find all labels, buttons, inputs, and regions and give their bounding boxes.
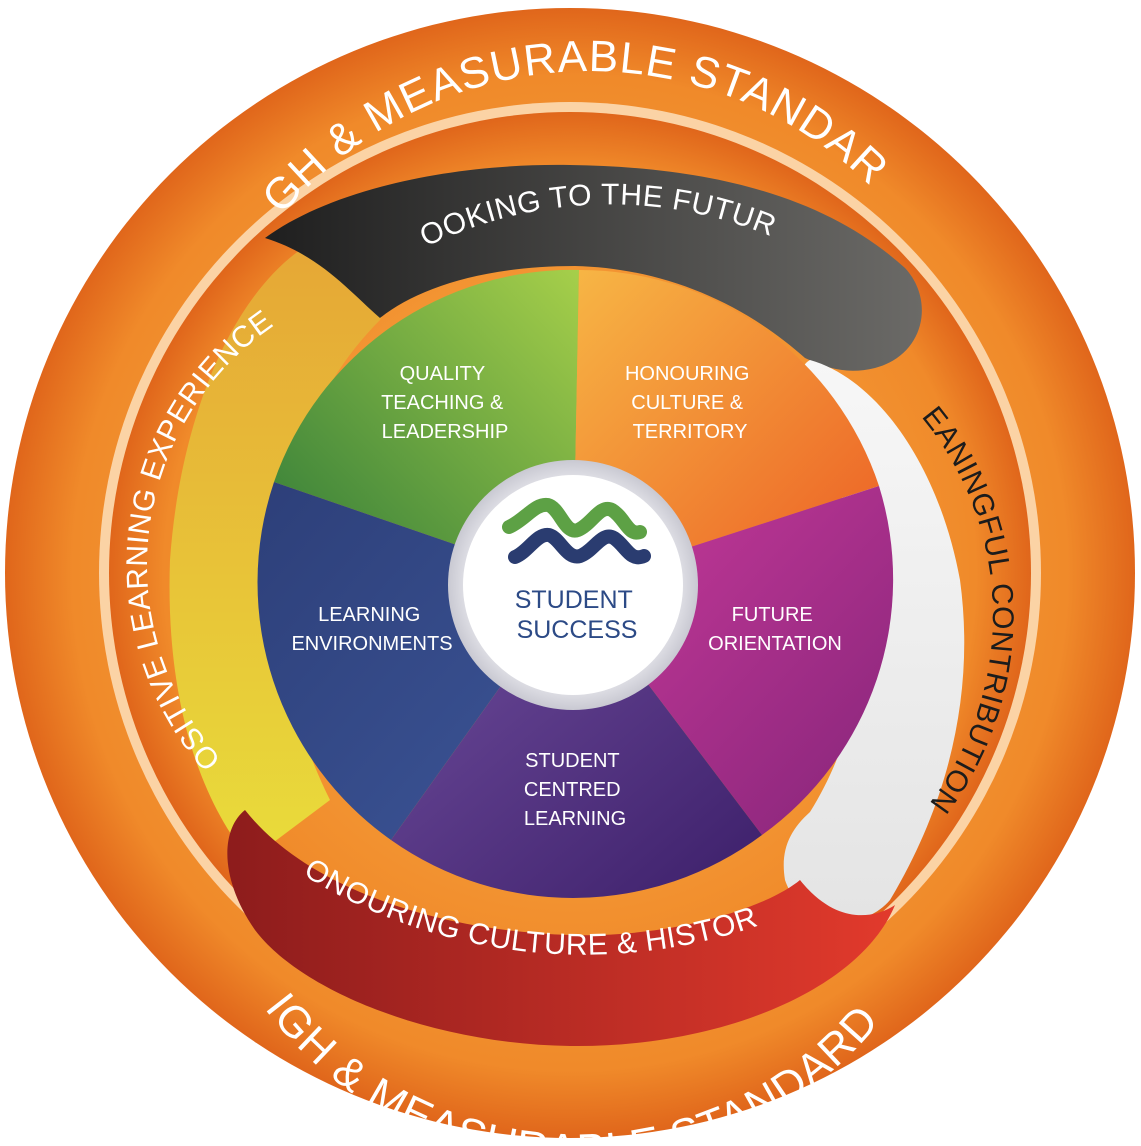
band-bottom [227,810,895,1047]
wedge-honouring-label: HONOURING CULTURE & TERRITORY [625,363,755,443]
wedge-student [391,585,762,898]
center-label: STUDENT SUCCESS [515,586,640,644]
band-top [265,164,922,371]
center-hub [463,475,683,695]
wedge-future-label: FUTURE ORIENTATION [708,604,842,655]
mountain-logo-icon [502,497,651,565]
wedge-learning-label: LEARNING ENVIRONMENTS [291,604,452,655]
wedge-student-label: STUDENT CENTRED LEARNING [524,750,626,830]
wedge-quality-label: QUALITY TEACHING & LEADERSHIP [381,363,509,443]
